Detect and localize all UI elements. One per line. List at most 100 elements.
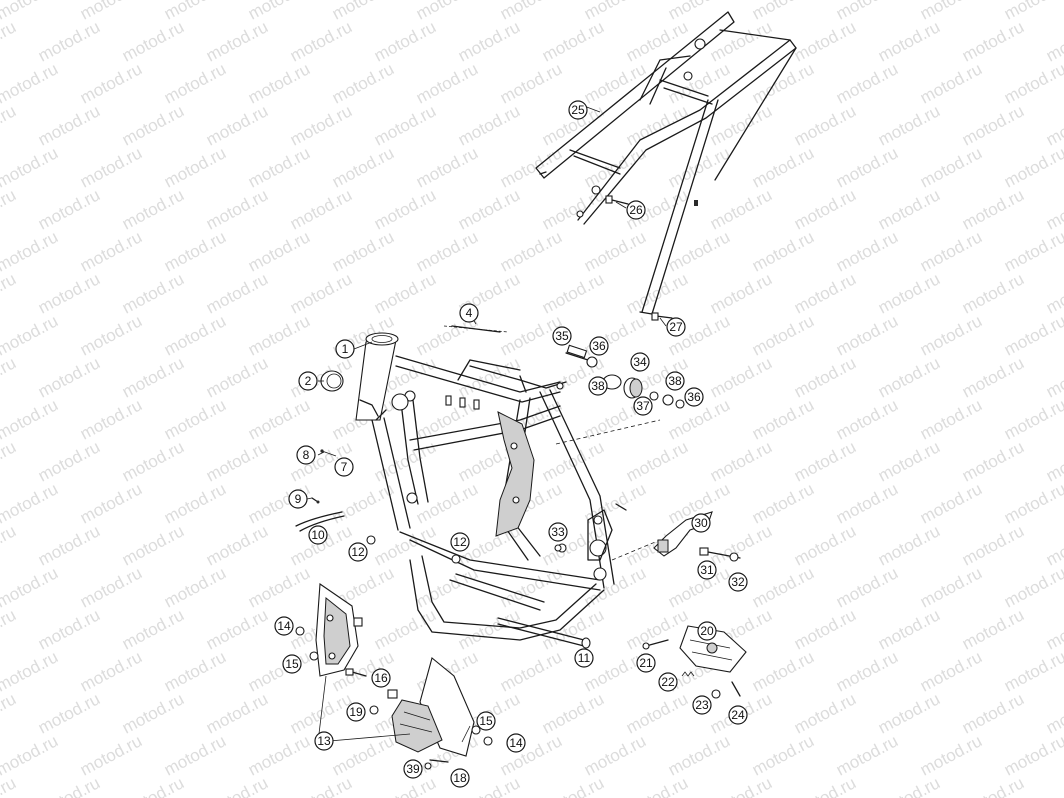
watermark-text: motod.ru <box>497 143 565 191</box>
watermark-text: motod.ru <box>0 59 61 107</box>
watermark-text: motod.ru <box>581 227 649 275</box>
svg-text:30: 30 <box>694 516 708 530</box>
watermark-text: motod.ru <box>707 437 775 485</box>
watermark-text: motod.ru <box>917 143 985 191</box>
callout-35: 35 <box>552 326 572 346</box>
watermark-text: motod.ru <box>203 521 271 569</box>
watermark-text: motod.ru <box>917 647 985 695</box>
watermark-text: motod.ru <box>203 269 271 317</box>
watermark-text: motod.ru <box>875 353 943 401</box>
watermark-text: motod.ru <box>959 689 1027 737</box>
svg-text:33: 33 <box>551 525 565 539</box>
callout-4: 4 <box>459 303 479 323</box>
watermark-text: motod.ru <box>497 647 565 695</box>
watermark-text: motod.ru <box>791 605 859 653</box>
watermark-text: motod.ru <box>0 101 19 149</box>
watermark-text: motod.ru <box>581 731 649 779</box>
callout-22: 22 <box>658 672 678 692</box>
watermark-text: motod.ru <box>539 269 607 317</box>
callout-38-right: 38 <box>665 371 685 391</box>
watermark-text: motod.ru <box>917 227 985 275</box>
svg-text:4: 4 <box>466 306 473 320</box>
watermark-text: motod.ru <box>455 17 523 65</box>
watermark-text: motod.ru <box>1001 59 1064 107</box>
watermark-text: motod.ru <box>959 185 1027 233</box>
watermark-text: motod.ru <box>35 269 103 317</box>
watermark-text: motod.ru <box>245 143 313 191</box>
watermark-text: motod.ru <box>917 395 985 443</box>
svg-text:26: 26 <box>629 203 643 217</box>
watermark-text: motod.ru <box>749 563 817 611</box>
svg-text:7: 7 <box>341 460 348 474</box>
watermark-text: motod.ru <box>917 563 985 611</box>
svg-text:15: 15 <box>479 714 493 728</box>
watermark-text: motod.ru <box>35 689 103 737</box>
watermark-text: motod.ru <box>1043 773 1064 798</box>
watermark-text: motod.ru <box>413 479 481 527</box>
watermark-text: motod.ru <box>287 689 355 737</box>
watermark-text: motod.ru <box>791 437 859 485</box>
watermark-text: motod.ru <box>329 143 397 191</box>
callout-21: 21 <box>636 653 656 673</box>
watermark-text: motod.ru <box>0 479 61 527</box>
watermark-text: motod.ru <box>0 689 19 737</box>
watermark-text: motod.ru <box>413 227 481 275</box>
watermark-text: motod.ru <box>539 437 607 485</box>
watermark-text: motod.ru <box>497 227 565 275</box>
watermark-text: motod.ru <box>1001 563 1064 611</box>
watermark-text: motod.ru <box>791 269 859 317</box>
watermark-text: motod.ru <box>161 227 229 275</box>
watermark-text: motod.ru <box>707 185 775 233</box>
rear-subframe <box>535 11 797 315</box>
watermark-text: motod.ru <box>77 731 145 779</box>
watermark-text: motod.ru <box>623 773 691 798</box>
watermark-text: motod.ru <box>371 773 439 798</box>
watermark-text: motod.ru <box>875 689 943 737</box>
watermark-text: motod.ru <box>77 647 145 695</box>
svg-text:39: 39 <box>406 762 420 776</box>
watermark-text: motod.ru <box>623 269 691 317</box>
svg-text:25: 25 <box>571 103 585 117</box>
callout-11: 11 <box>574 648 594 668</box>
svg-text:31: 31 <box>700 563 714 577</box>
watermark-text: motod.ru <box>0 185 19 233</box>
watermark-text: motod.ru <box>833 563 901 611</box>
svg-text:20: 20 <box>700 624 714 638</box>
watermark-text: motod.ru <box>1001 395 1064 443</box>
watermark-text: motod.ru <box>749 479 817 527</box>
watermark-text: motod.ru <box>287 353 355 401</box>
watermark-text: motod.ru <box>203 773 271 798</box>
watermark-text: motod.ru <box>707 521 775 569</box>
watermark-text: motod.ru <box>665 731 733 779</box>
watermark-text: motod.ru <box>1043 17 1064 65</box>
watermark-text: motod.ru <box>77 563 145 611</box>
watermark-text: motod.ru <box>35 17 103 65</box>
watermark-text: motod.ru <box>0 353 19 401</box>
watermark-text: motod.ru <box>1043 521 1064 569</box>
watermark-text: motod.ru <box>539 605 607 653</box>
watermark-text: motod.ru <box>0 605 19 653</box>
watermark-text: motod.ru <box>77 227 145 275</box>
watermark-text: motod.ru <box>791 17 859 65</box>
watermark-text: motod.ru <box>203 605 271 653</box>
callout-15-right: 15 <box>476 711 496 731</box>
svg-text:22: 22 <box>661 675 675 689</box>
watermark-text: motod.ru <box>875 17 943 65</box>
watermark-text: motod.ru <box>1001 0 1064 24</box>
watermark-text: motod.ru <box>0 227 61 275</box>
watermark-text: motod.ru <box>959 269 1027 317</box>
watermark-text: motod.ru <box>539 17 607 65</box>
watermark-text: motod.ru <box>707 17 775 65</box>
svg-text:14: 14 <box>277 619 291 633</box>
watermark-text: motod.ru <box>875 605 943 653</box>
watermark-text: motod.ru <box>875 185 943 233</box>
watermark-text: motod.ru <box>35 773 103 798</box>
watermark-text: motod.ru <box>707 773 775 798</box>
watermark-text: motod.ru <box>959 605 1027 653</box>
watermark-text: motod.ru <box>1001 479 1064 527</box>
watermark-text: motod.ru <box>371 17 439 65</box>
callout-12-left: 12 <box>348 542 368 562</box>
watermark-text: motod.ru <box>413 59 481 107</box>
watermark-text: motod.ru <box>623 17 691 65</box>
watermark-text: motod.ru <box>833 479 901 527</box>
